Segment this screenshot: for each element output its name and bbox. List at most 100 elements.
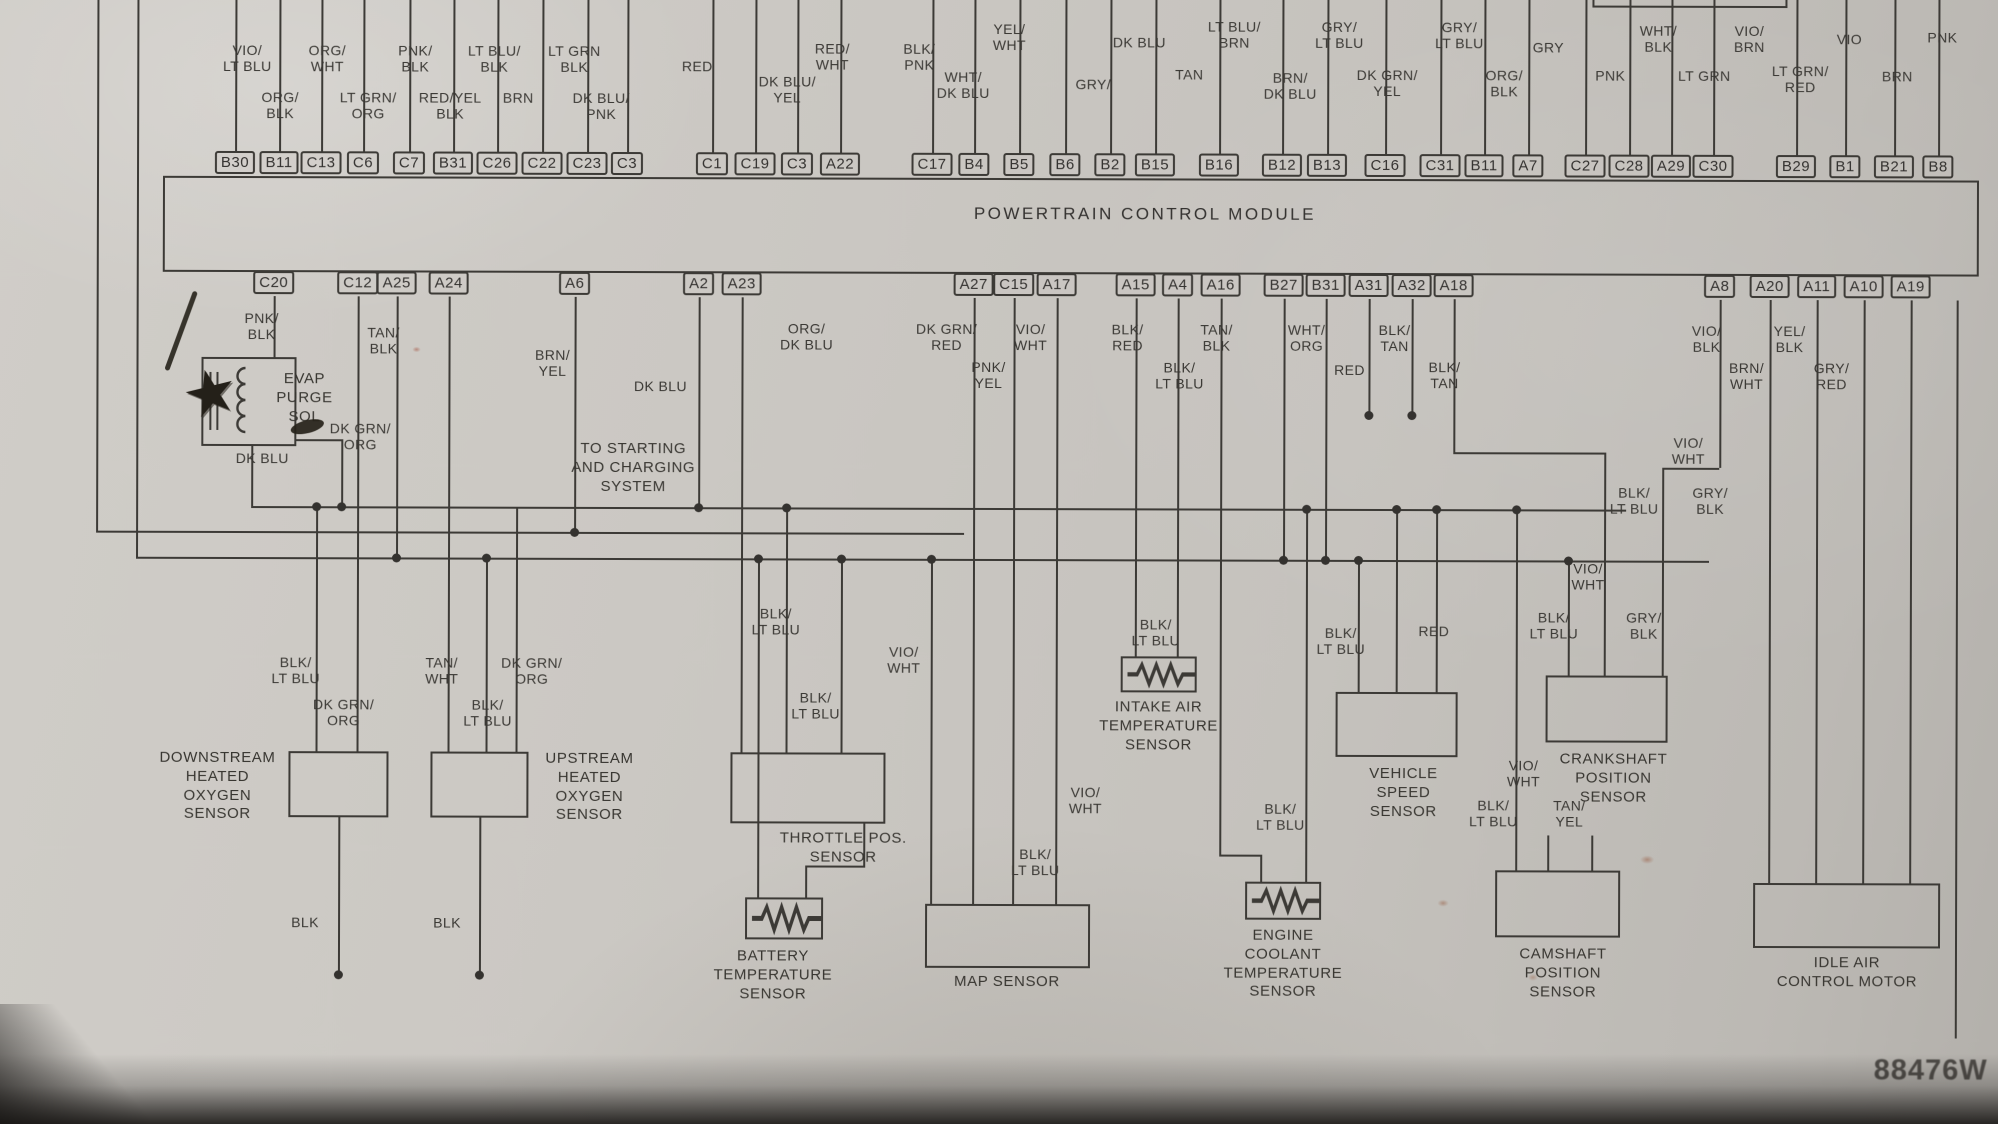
pin-box: A16 — [1200, 273, 1241, 297]
pin-box: B2 — [1094, 153, 1126, 177]
wire-color-label: RED — [1418, 623, 1450, 640]
wire-color-label: BLK/ LT BLU — [1010, 846, 1060, 879]
pin-box: A18 — [1433, 274, 1474, 298]
wire-line — [840, 0, 843, 154]
wire-color-label: LT GRN — [1678, 67, 1731, 84]
pin-box: A10 — [1843, 275, 1884, 299]
wire-color-label: BRN — [502, 89, 534, 106]
pin-box: A24 — [428, 271, 469, 295]
component-box — [1752, 882, 1941, 949]
pin-box: C13 — [300, 151, 342, 175]
wire-color-label: GRY/ BLK — [1626, 609, 1662, 642]
component-name: DOWNSTREAM HEATED OXYGEN SENSOR — [159, 748, 276, 823]
pin-box: C27 — [1564, 154, 1606, 178]
wire-line — [1176, 298, 1180, 657]
wire-color-label: PNK/ BLK — [398, 42, 433, 75]
wire-line — [1862, 300, 1866, 884]
wire-color-label: PNK/ BLK — [244, 310, 279, 343]
wire-line — [1845, 0, 1848, 157]
junction-dot — [570, 527, 580, 537]
component-box — [1545, 675, 1668, 743]
pin-box: A32 — [1391, 274, 1432, 298]
wire-color-label: GRY — [1532, 39, 1565, 56]
wire-color-label: BLK/ LT BLU — [751, 605, 801, 638]
wire-line — [337, 817, 341, 975]
wire-line — [1435, 509, 1439, 693]
wire-line — [96, 0, 100, 531]
junction-dot — [1407, 411, 1417, 421]
resistor-icon — [1251, 885, 1320, 916]
wire-line — [1368, 298, 1371, 415]
wire-color-label: VIO/ WHT — [1068, 784, 1102, 817]
wire-color-label: RED/YEL BLK — [418, 89, 482, 122]
wire-color-label: VIO/ BRN — [1733, 22, 1765, 56]
wire-color-label: BLK/ LT BLU — [1131, 616, 1181, 649]
pin-box: B12 — [1261, 153, 1303, 177]
pin-box: C28 — [1608, 154, 1650, 178]
wire-color-label: GRY/ BLK — [1692, 484, 1728, 517]
wire-line — [515, 506, 519, 752]
wire-color-label: WHT/ DK BLU — [936, 68, 990, 102]
wire-color-label: BLK/ LT BLU — [1609, 484, 1659, 517]
junction-dot — [1512, 505, 1522, 515]
junction-dot — [753, 554, 764, 564]
wire-color-label: DK BLU/ YEL — [758, 73, 816, 106]
wire-color-label: GRY/ — [1075, 76, 1112, 93]
wire-color-label: VIO — [1836, 31, 1863, 48]
wire-color-label: GRY/ RED — [1813, 360, 1850, 393]
wire-color-label: BLK/ PNK — [903, 40, 936, 73]
component-name: EVAP PURGE SOL — [276, 370, 333, 425]
wire-line — [932, 0, 935, 154]
wire-color-label: VIO/ WHT — [1671, 434, 1705, 467]
wire-color-label: LT BLU/ BRN — [1207, 18, 1261, 51]
pin-box: B13 — [1306, 153, 1348, 177]
component-name: TO STARTING AND CHARGING SYSTEM — [571, 439, 696, 495]
wire-color-label: DK GRN/ YEL — [1356, 66, 1418, 100]
wire-color-label: BLK/ LT BLU — [1256, 800, 1305, 833]
pin-box: A31 — [1348, 273, 1389, 298]
wire-line — [740, 297, 744, 753]
wire-color-label: ORG/ WHT — [308, 42, 347, 75]
pin-box: C6 — [346, 151, 380, 175]
wire-line — [1629, 0, 1632, 156]
wire-line — [235, 0, 238, 153]
wire-color-label: VIO/ WHT — [887, 643, 921, 676]
wire-color-label: TAN — [1175, 66, 1204, 83]
wire-color-label: BLK/ LT BLU — [463, 696, 512, 729]
pin-box: B30 — [214, 150, 256, 175]
wire-line — [251, 506, 1627, 512]
wire-line — [1411, 299, 1414, 416]
pin-box: C22 — [521, 151, 563, 175]
junction-dot — [1392, 505, 1402, 515]
component-name: INTAKE AIR TEMPERATURE SENSOR — [1099, 698, 1219, 754]
wire-color-label: BLK/ LT BLU — [1155, 359, 1204, 392]
pin-box: C23 — [566, 151, 608, 175]
pin-box: B27 — [1263, 273, 1304, 297]
pin-box: A22 — [819, 152, 861, 176]
wire-color-label: VIO/ WHT — [1571, 560, 1605, 593]
wire-line — [840, 558, 844, 753]
wire-color-label: LT BLU/ BLK — [467, 42, 521, 75]
wire-line — [478, 817, 482, 975]
pin-box: C15 — [993, 272, 1035, 297]
wire-line — [542, 0, 545, 153]
pin-box: C3 — [780, 152, 814, 176]
pin-box: B15 — [1134, 153, 1176, 177]
wire-color-label: DK BLU/ PNK — [572, 89, 630, 123]
junction-dot — [836, 554, 847, 564]
component-box — [162, 175, 1980, 277]
wire-line — [587, 0, 590, 153]
junction-dot — [1278, 555, 1289, 565]
pin-box: A8 — [1704, 274, 1736, 298]
pin-box: B1 — [1829, 155, 1861, 179]
pin-box: B11 — [1464, 154, 1504, 178]
wire-color-label: TAN/ WHT — [425, 654, 459, 687]
pin-box: C1 — [695, 152, 729, 176]
junction-dot — [337, 502, 347, 512]
component-box — [1335, 691, 1458, 758]
wire-color-label: PNK/ YEL — [971, 358, 1006, 392]
pin-box: C30 — [1692, 154, 1734, 178]
wire-line — [356, 296, 360, 752]
pin-box: B6 — [1049, 153, 1081, 177]
wire-line — [930, 558, 934, 904]
